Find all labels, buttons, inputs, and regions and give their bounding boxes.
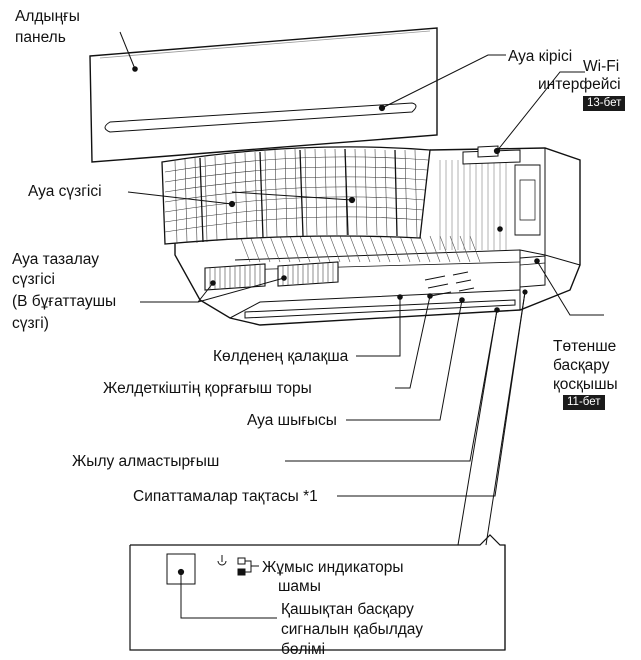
wifi-interface-label-line1: Wi-Fi <box>583 57 619 76</box>
remote-receiver-label-line1: Қашықтан басқару <box>281 600 414 619</box>
remote-receiver-label-line2: сигналын қабылдау <box>281 620 423 639</box>
power-icon <box>218 555 226 565</box>
air-purifying-filter-label-line4: сүзгі) <box>12 314 49 333</box>
spec-plate-label: Сипаттамалар тақтасы *1 <box>133 487 318 506</box>
heat-exchanger-label: Жылу алмастырғыш <box>72 452 219 471</box>
air-purifying-filter-label-line3: (В бұғаттаушы <box>12 292 116 311</box>
horizontal-louver-label: Көлденең қалақша <box>213 347 348 366</box>
air-filter-drawing <box>162 147 430 244</box>
fan-guard-label: Желдеткіштің қорғағыш торы <box>103 379 312 398</box>
wifi-interface-label-line2: интерфейсі <box>538 75 621 94</box>
air-inlet-label: Ауа кірісі <box>508 47 572 66</box>
air-filter-label: Ауа сүзгісі <box>28 182 102 201</box>
emergency-switch-label-line2: басқару <box>553 356 610 375</box>
air-purifying-filter-label-line2: сүзгісі <box>12 270 55 289</box>
operation-indicator-label-line2: шамы <box>278 577 321 596</box>
emergency-switch-label-line1: Төтенше <box>553 337 616 356</box>
air-outlet-label: Ауа шығысы <box>247 411 337 430</box>
front-panel-drawing <box>90 28 437 162</box>
wifi-page-badge: 13-бет <box>583 96 625 111</box>
front-panel-label-line1: Алдыңғы <box>15 7 80 26</box>
air-purifying-filter-label-line1: Ауа тазалау <box>12 250 99 269</box>
indicator-lamp-icon <box>238 558 259 575</box>
emergency-switch-label-line3: қосқышы <box>553 375 618 394</box>
air-purifying-filter-drawing <box>205 262 338 290</box>
front-panel-label-line2: панель <box>15 28 66 47</box>
emergency-page-badge: 11-бет <box>563 395 605 410</box>
operation-indicator-label-line1: Жұмыс индикаторы <box>262 558 404 577</box>
remote-receiver-label-line3: бөлімі <box>281 640 325 659</box>
